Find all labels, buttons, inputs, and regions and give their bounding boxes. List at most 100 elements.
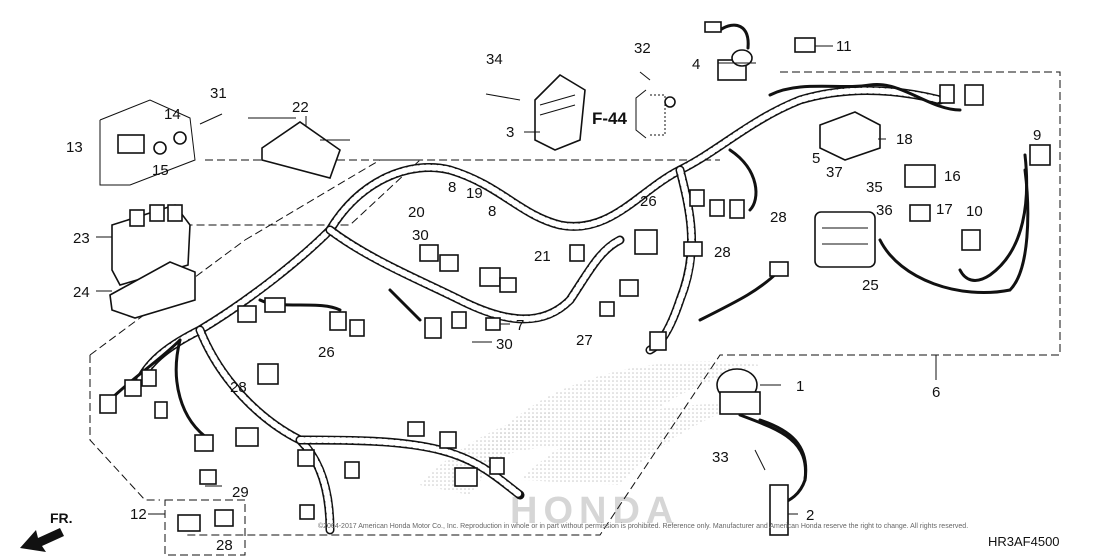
callout-27: 27 (576, 332, 593, 349)
connector (237, 305, 257, 323)
leader-lines (96, 45, 937, 515)
front-direction-arrow: FR. (20, 510, 73, 552)
callout-26a: 26 (640, 193, 657, 210)
connector (485, 317, 501, 331)
fuse-box-18 (819, 111, 881, 161)
callout-11: 11 (836, 38, 852, 55)
callout-9: 9 (1033, 127, 1041, 144)
connector (141, 369, 157, 387)
relay-4 (704, 21, 753, 81)
callout-33: 33 (712, 449, 729, 466)
callout-32: 32 (634, 40, 651, 57)
connector (235, 427, 259, 447)
callout-31: 31 (210, 85, 227, 102)
callout-24: 24 (73, 284, 90, 301)
connector (599, 301, 615, 317)
connector (489, 457, 505, 475)
callout-25: 25 (862, 277, 879, 294)
connector (299, 504, 315, 520)
connector (199, 469, 217, 485)
callout-20: 20 (408, 204, 425, 221)
group-box-line (244, 159, 720, 241)
connector (439, 431, 457, 449)
connector (569, 244, 585, 262)
connector (154, 401, 168, 419)
callout-28a: 28 (714, 244, 731, 261)
callout-28b: 28 (770, 209, 787, 226)
group-box-line (89, 355, 160, 501)
callout-5: 5 (812, 150, 820, 167)
callout-4: 4 (692, 56, 700, 73)
connector (709, 199, 725, 217)
callout-13: 13 (66, 139, 83, 156)
honda-watermark-text: HONDA (510, 490, 679, 532)
connector (729, 199, 745, 219)
callout-26b: 26 (318, 344, 335, 361)
connector (424, 317, 442, 339)
callout-35: 35 (866, 179, 883, 196)
connector (264, 297, 286, 313)
connector (257, 363, 279, 385)
callout-15: 15 (152, 162, 169, 179)
connector (769, 261, 789, 277)
callout-3: 3 (506, 124, 514, 141)
group-box-line (185, 71, 1061, 536)
callout-16: 16 (944, 168, 961, 185)
callout-36: 36 (876, 202, 893, 219)
harness-9 (958, 144, 1051, 282)
connector (329, 311, 347, 331)
callout-19: 19 (466, 185, 483, 202)
diagram-code: HR3AF4500 (988, 534, 1060, 549)
callout-30b: 30 (496, 336, 513, 353)
ref-f44: F-44 (592, 109, 628, 128)
connector (344, 461, 360, 479)
callout-34: 34 (486, 51, 503, 68)
connector (479, 267, 501, 287)
connector (689, 189, 705, 207)
connector (124, 379, 142, 397)
ecu-module-3 (534, 73, 586, 151)
connector (194, 434, 214, 452)
relay-box-36 (814, 211, 876, 268)
callout-30a: 30 (412, 227, 429, 244)
callouts: 1 2 3 4 5 6 7 8 8 9 10 11 12 13 14 15 16… (66, 38, 1041, 554)
connector (619, 279, 639, 297)
connector (349, 319, 365, 337)
connector-11 (794, 37, 816, 53)
callout-14: 14 (164, 106, 181, 123)
callout-10: 10 (966, 203, 983, 220)
connector (419, 244, 439, 262)
copyright-text: ©2004-2017 American Honda Motor Co., Inc… (318, 522, 968, 530)
connector (683, 241, 703, 257)
connectors (99, 84, 984, 520)
callout-2: 2 (806, 507, 814, 524)
connector (634, 229, 658, 255)
module-22 (261, 121, 341, 179)
ignition-coil-1 (716, 368, 808, 536)
callout-22: 22 (292, 99, 309, 116)
main-wire-harness (135, 86, 945, 535)
connector (297, 449, 315, 467)
connector (964, 84, 984, 106)
connector (407, 421, 425, 437)
connector (649, 331, 667, 351)
front-label: FR. (50, 510, 73, 526)
f44-reference: F-44 (592, 89, 676, 139)
callout-17: 17 (936, 201, 953, 218)
callout-8b: 8 (488, 203, 496, 220)
callout-1: 1 (796, 378, 804, 395)
callout-28d: 28 (216, 537, 233, 554)
bolts (199, 71, 766, 471)
connector (454, 467, 478, 487)
callout-28c: 28 (230, 379, 247, 396)
relay-16 (904, 164, 936, 222)
connector (939, 84, 955, 104)
callout-21: 21 (534, 248, 551, 265)
honda-wing-watermark: HONDA (420, 361, 760, 532)
connector (99, 394, 117, 414)
callout-23: 23 (73, 230, 90, 247)
callout-7: 7 (516, 317, 524, 334)
callout-18: 18 (896, 131, 913, 148)
connector (499, 277, 517, 293)
